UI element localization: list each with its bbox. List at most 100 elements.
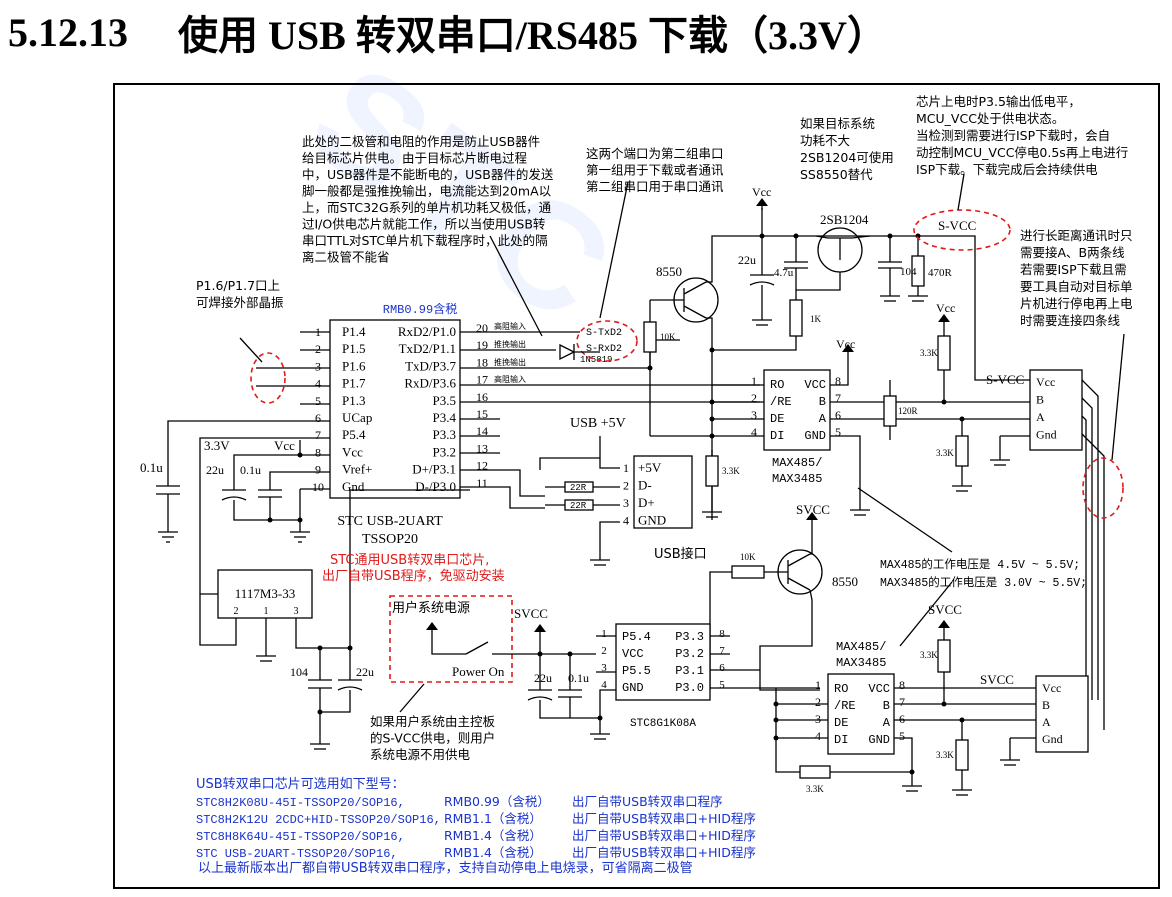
diode-note-line-7: 串口TTL对STC单片机下载程序时，此处的隔 — [302, 233, 548, 248]
connector-pin: Vcc — [1036, 375, 1055, 389]
pin-number: 4 — [601, 679, 607, 691]
s-vcc-highlight — [913, 209, 1011, 251]
pin-number: 3 — [751, 408, 757, 422]
voltage-note-arrow-bottom — [899, 581, 953, 647]
pin-number: 18 — [476, 355, 488, 369]
pin-name: D- — [638, 478, 652, 493]
pin-name: P1.6 — [342, 358, 366, 373]
pin-number: 2 — [815, 695, 821, 709]
pin-number: 11 — [476, 476, 488, 490]
r-10k-label-bottom: 10K — [740, 552, 756, 562]
section-title: 使用 USB 转双串口/RS485 下载（3.3V） — [178, 13, 887, 58]
pin-number: 3 — [601, 662, 607, 674]
chip-note-line-2: 出厂自带USB程序，免驱动安装 — [322, 569, 505, 584]
regulator-1117: 1117M3-33 2 1 3 — [217, 569, 313, 619]
price-label: RMB0.99含税 — [383, 301, 457, 317]
pin-name: VCC — [622, 647, 644, 661]
pin-name: P3.2 — [675, 647, 704, 661]
pin-name: P5.4 — [622, 630, 651, 644]
connector-pin: B — [1042, 698, 1050, 712]
r22-label-2: 22R — [570, 501, 587, 511]
pin-name: TxD/P3.7 — [405, 358, 456, 373]
pin-number: 2 — [601, 645, 607, 657]
vcc-label-r: Vcc — [936, 301, 955, 315]
pin-number: 4 — [623, 514, 629, 528]
pin-number: 4 — [815, 729, 821, 743]
svg-text:MAX485/: MAX485/ — [836, 640, 886, 654]
svg-text:USB接口: USB接口 — [654, 546, 707, 562]
r-1k-label: 1K — [810, 314, 822, 324]
transistor-note-line-3: 2SB1204可使用 — [800, 150, 894, 165]
user-power-note-line-2: 的S-VCC供电，则用户 — [370, 731, 495, 746]
pin-name: P3.5 — [433, 393, 456, 408]
diode-note-line-8: 离二极管不能省 — [302, 250, 390, 265]
rs485-note-line-5: 片机进行停电再上电 — [1020, 296, 1133, 311]
pin-name: D+/P3.1 — [412, 462, 456, 477]
r-470-label: 470R — [928, 267, 953, 279]
diode-symbol — [559, 343, 576, 361]
usb-5v-label: USB +5V — [570, 416, 626, 431]
pin-number: 13 — [476, 441, 488, 455]
pin-number: 9 — [315, 463, 321, 477]
pin-number: 12 — [476, 459, 488, 473]
r-3-3k-label-f: 3.3K — [806, 784, 824, 794]
pin-number: 7 — [315, 428, 321, 442]
diode-note-line-6: 过I/O供电芯片就能工作，所以当使用USB转 — [302, 217, 545, 232]
pin-name: +5V — [638, 460, 662, 475]
pin-number: 2 — [623, 479, 629, 493]
r-10k-label-top: 10K — [660, 332, 676, 342]
vcc-label-left: Vcc — [274, 438, 295, 453]
pin-name: A — [819, 412, 827, 426]
chip-list-footer: 以上最新版本出厂都自带USB转双串口程序，支持自动停电上电烧录，可省隔离二极管 — [198, 860, 693, 876]
pin-number: 14 — [476, 424, 488, 438]
pin-name: DI — [834, 733, 848, 747]
chip-list-part: STC8H2K08U-45I-TSSOP20/SOP16, — [196, 796, 405, 810]
cap-0-1u-label: 0.1u — [140, 460, 163, 475]
connector-pin: Vcc — [1042, 681, 1061, 695]
pin-name: P5.4 — [342, 427, 366, 442]
rs485-note-arrow — [1111, 333, 1125, 461]
user-power-block — [389, 595, 513, 683]
pin-number: 6 — [899, 712, 905, 726]
pin-name: Gnd — [342, 479, 365, 494]
power-note-arrow — [957, 173, 965, 211]
s-vcc-label-conn: S-VCC — [986, 372, 1024, 387]
pin-name: Vref+ — [342, 462, 372, 477]
svg-text:MAX3485: MAX3485 — [836, 656, 886, 670]
voltage-note-line-1: MAX485的工作电压是 4.5V ~ 5.5V; — [880, 557, 1080, 572]
pin-name: B — [883, 699, 890, 713]
cap-22u-label-reg: 22u — [356, 665, 374, 679]
pin-number: 4 — [751, 425, 757, 439]
cap-0-1u-label-left2: 0.1u — [240, 463, 261, 477]
svcc-label-user: SVCC — [514, 606, 548, 621]
pin-name: P1.4 — [342, 324, 366, 339]
q-8550-label-bottom: 8550 — [832, 574, 858, 589]
signal-mode-label: 高阻输入 — [494, 321, 526, 331]
pin-name: /RE — [770, 395, 792, 409]
chip-list-note: 出厂自带USB转双串口+HID程序 — [572, 845, 756, 860]
pin-name: D+ — [638, 495, 655, 510]
svg-text:MAX3485: MAX3485 — [772, 472, 822, 486]
pin-number: 5 — [719, 679, 725, 691]
pin-name: P3.3 — [675, 630, 704, 644]
pin-name: DE — [834, 716, 848, 730]
pin-number: 3 — [815, 712, 821, 726]
power-on-label: Power On — [452, 664, 505, 679]
rs485-note-line-6: 时需要连接四条线 — [1020, 313, 1121, 328]
chip-list: USB转双串口芯片可选用如下型号：STC8H2K08U-45I-TSSOP20/… — [196, 776, 756, 876]
pin-name: RxD/P3.6 — [404, 376, 456, 391]
svcc-label-bottom-r: SVCC — [928, 602, 962, 617]
pin-number: 20 — [476, 321, 488, 335]
crystal-highlight — [250, 352, 286, 404]
pin-name: RO — [834, 682, 848, 696]
pin-name: P5.5 — [622, 664, 651, 678]
v33-label: 3.3V — [204, 438, 230, 453]
pin-number: 8 — [719, 628, 725, 640]
pin-number: 4 — [315, 377, 321, 391]
cap-104-label-top: 104 — [900, 266, 917, 278]
pin-name: GND — [622, 681, 644, 695]
user-power-note-line-3: 系统电源不用供电 — [370, 747, 471, 762]
